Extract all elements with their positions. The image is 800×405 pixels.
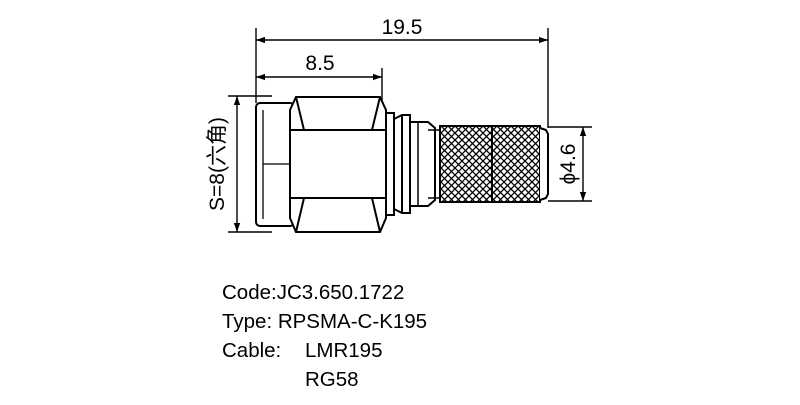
diameter-dimension: ϕ4.6 (548, 126, 592, 202)
spec-cable-label: Cable: (222, 339, 282, 362)
spec-code: Code:JC3.650.1722 (222, 281, 405, 304)
crimp-ferrule (439, 125, 549, 203)
body-neck (409, 121, 441, 207)
overall-length-dimension: 19.5 (255, 16, 549, 128)
hex-nut (289, 96, 387, 233)
diameter-label: ϕ4.6 (557, 144, 580, 185)
spec-type: Type: RPSMA-C-K195 (222, 310, 428, 333)
hex-size-label: S=8(六角) (206, 117, 229, 211)
hex-size-dimension: S=8(六角) (206, 95, 272, 233)
collar (385, 112, 411, 216)
connector-body (255, 96, 549, 233)
nut-length-label: 8.5 (305, 52, 334, 75)
spec-cable-1: LMR195 (305, 339, 383, 362)
overall-length-label: 19.5 (382, 16, 423, 39)
front-cap (255, 102, 295, 227)
spec-cable-2: RG58 (305, 368, 359, 391)
